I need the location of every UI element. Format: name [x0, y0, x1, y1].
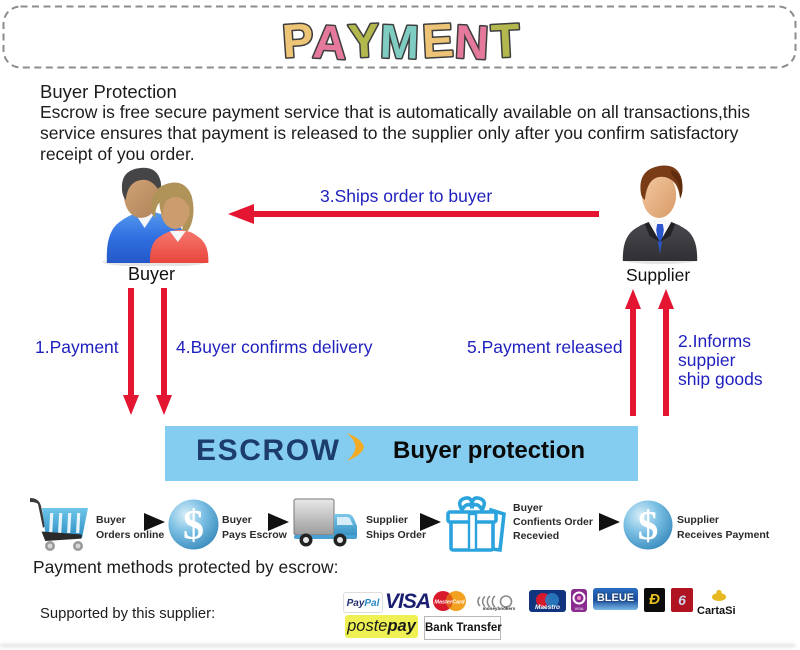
svg-text:T: T [490, 13, 522, 67]
svg-text:$: $ [638, 502, 659, 548]
svg-text:$: $ [183, 503, 204, 549]
svg-text:E: E [421, 13, 455, 68]
svg-text:Maestro: Maestro [535, 604, 560, 611]
svg-text:P: P [280, 13, 315, 68]
svg-text:moneybookers: moneybookers [483, 606, 516, 611]
svg-text:Y: Y [347, 13, 381, 68]
svg-text:A: A [311, 14, 348, 68]
svg-text:M: M [379, 14, 420, 68]
svg-text:N: N [453, 14, 490, 68]
svg-text:VISA: VISA [574, 606, 583, 611]
svg-text:MasterCard: MasterCard [434, 600, 465, 606]
